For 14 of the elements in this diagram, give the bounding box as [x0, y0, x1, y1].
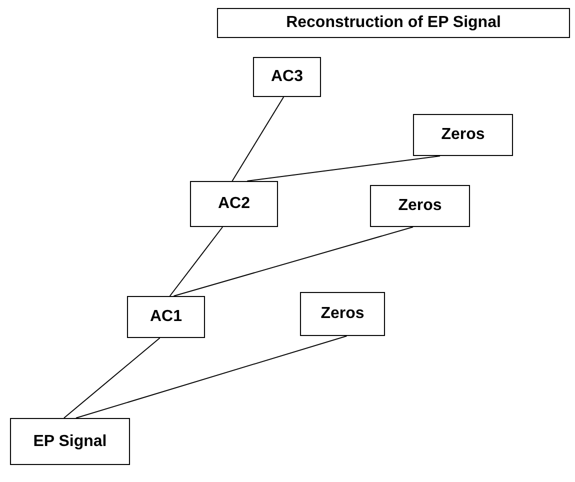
- process-box: AC3: [253, 57, 321, 97]
- title: Reconstruction of EP Signal: [217, 8, 570, 38]
- connector-line: [246, 156, 440, 182]
- process-box: AC1: [127, 296, 205, 338]
- process-box: Zeros: [370, 185, 470, 227]
- connector-line: [173, 226, 414, 296]
- process-box: AC2: [190, 181, 278, 227]
- connector-line: [169, 226, 224, 296]
- process-box: Zeros: [300, 292, 385, 336]
- connector-line: [232, 96, 284, 182]
- connector-line: [64, 338, 160, 418]
- connector-line: [76, 336, 348, 418]
- process-box: EP Signal: [10, 418, 130, 465]
- process-box: Zeros: [413, 114, 513, 156]
